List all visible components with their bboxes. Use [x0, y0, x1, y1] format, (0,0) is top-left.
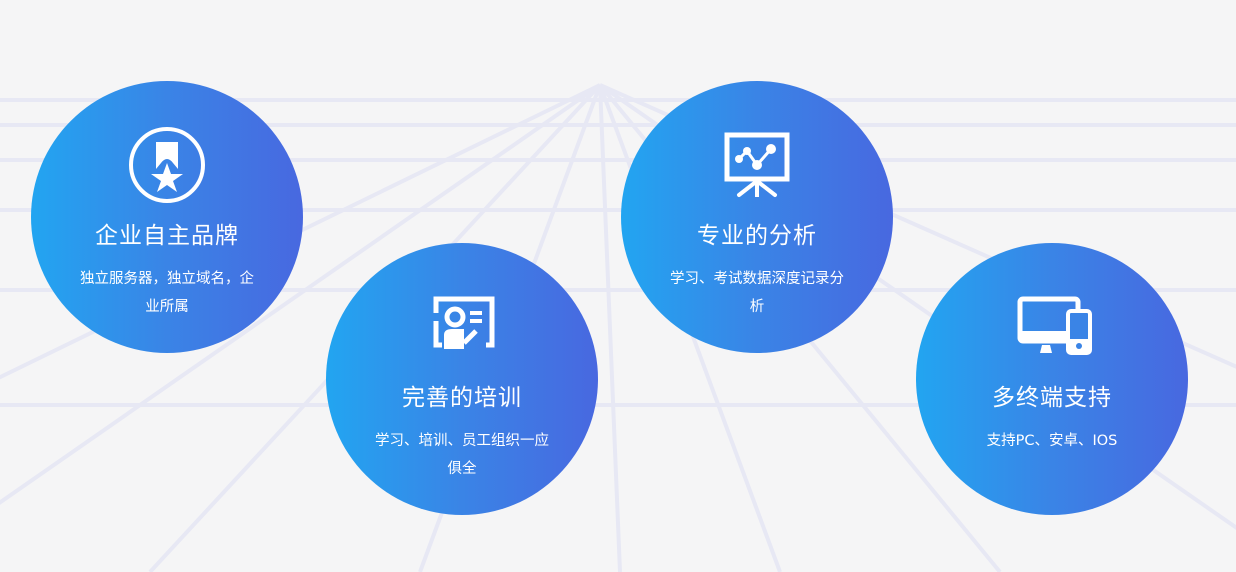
feature-title: 企业自主品牌 [95, 223, 239, 249]
feature-description: 学习、考试数据深度记录分析 [670, 271, 844, 315]
analytics-presentation-icon [724, 132, 790, 197]
feature-description: 独立服务器，独立域名，企业所属 [80, 271, 254, 315]
feature-description: 支持PC、安卓、IOS [986, 433, 1118, 449]
feature-card-training: 完善的培训 学习、培训、员工组织一应俱全 [326, 243, 598, 515]
feature-title: 完善的培训 [402, 385, 522, 411]
feature-card-analytics: 专业的分析 学习、考试数据深度记录分析 [621, 81, 893, 353]
multi-device-icon [1017, 296, 1092, 355]
feature-description: 学习、培训、员工组织一应俱全 [375, 433, 549, 477]
training-board-icon [433, 296, 495, 349]
feature-card-brand: 企业自主品牌 独立服务器，独立域名，企业所属 [31, 81, 303, 353]
feature-card-multi-device: 多终端支持 支持PC、安卓、IOS [916, 243, 1188, 515]
feature-title: 多终端支持 [992, 385, 1112, 411]
feature-title: 专业的分析 [697, 223, 817, 249]
medal-star-icon [129, 127, 205, 203]
